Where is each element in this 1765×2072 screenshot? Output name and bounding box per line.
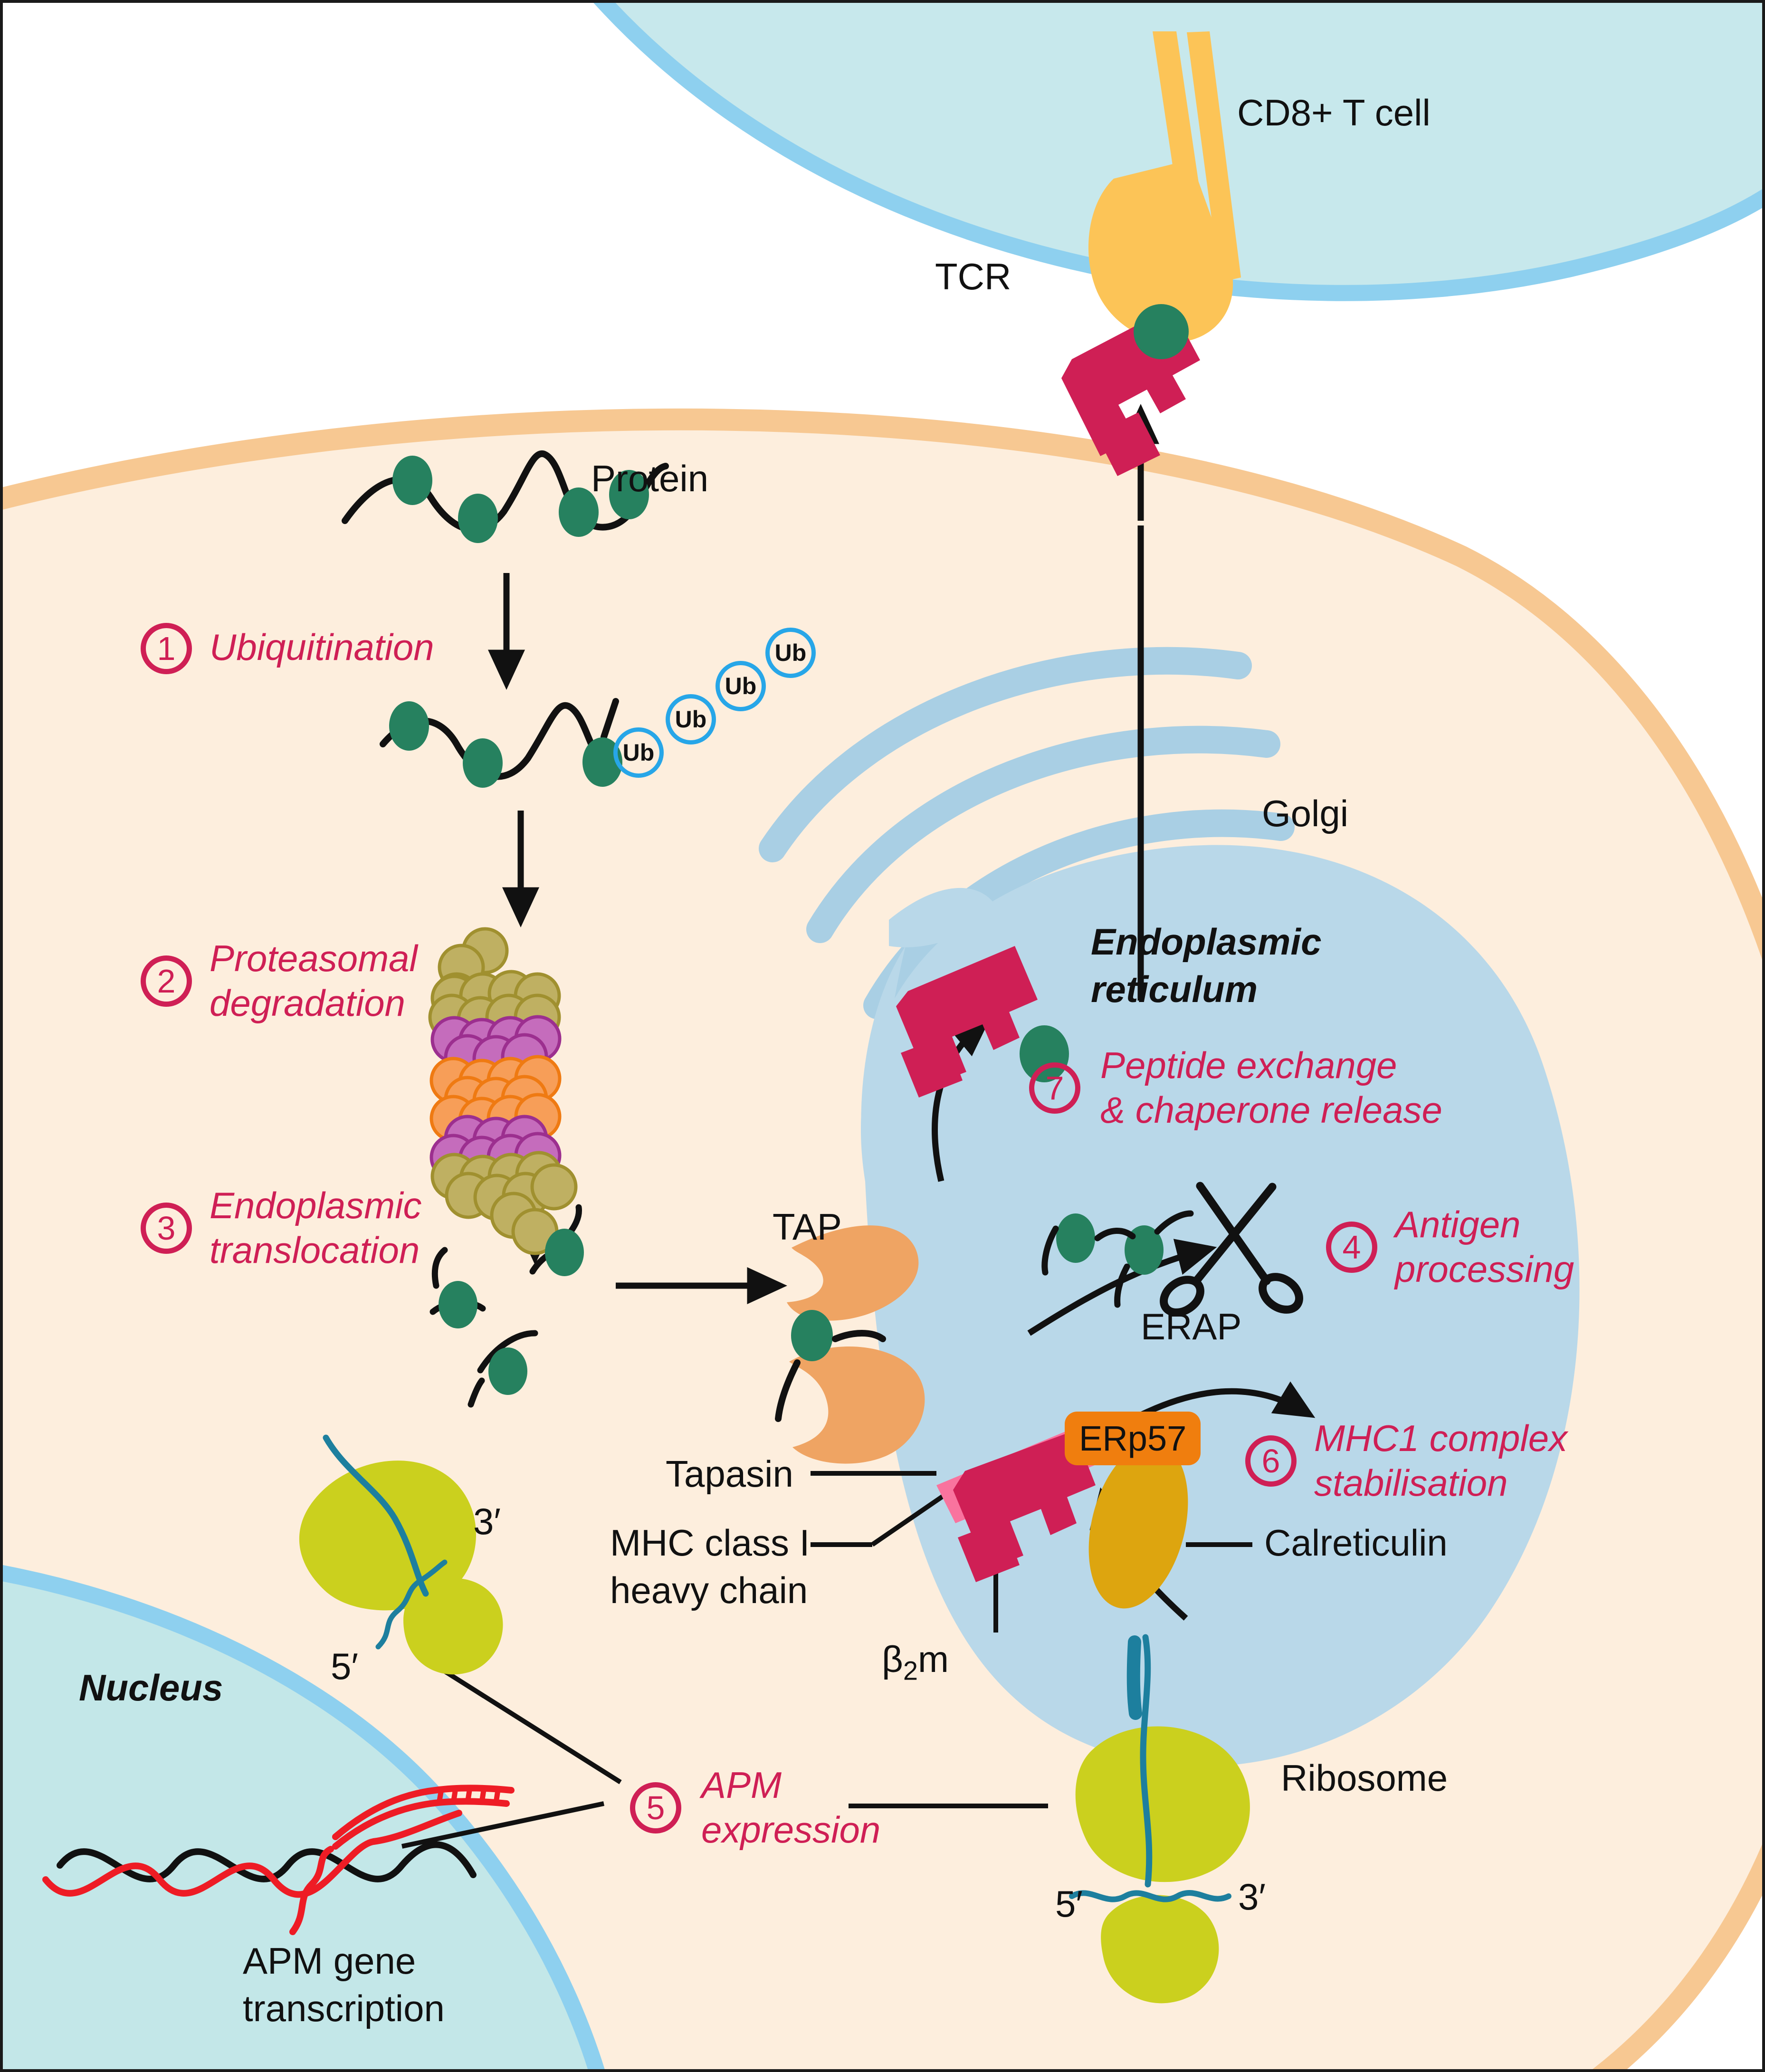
ub-tag-1: Ub: [613, 727, 664, 778]
ubiquitinated-protein-chain: [380, 698, 622, 788]
proteasome: [428, 927, 578, 1255]
tap-bound-peptide: [775, 1310, 886, 1422]
step-3-number: 3: [141, 1203, 192, 1254]
cd8-t-cell-label: CD8+ T cell: [1237, 92, 1431, 134]
five-prime-label-left: 5′: [331, 1645, 359, 1687]
tap-transporter: [787, 1225, 925, 1464]
tapasin-label: Tapasin: [666, 1453, 793, 1495]
golgi-label: Golgi: [1262, 793, 1349, 834]
three-prime-label-right: 3′: [1238, 1876, 1266, 1918]
er-label-line1: Endoplasmic: [1091, 921, 1322, 963]
calreticulin-shape: [1088, 1442, 1188, 1609]
step-6-number: 6: [1245, 1435, 1297, 1487]
protein-label: Protein: [591, 458, 709, 499]
er-peptides: [1041, 1210, 1194, 1308]
leader-mhc-heavy-chain-b: [871, 1485, 957, 1547]
nucleus-shape: [3, 1565, 605, 2069]
tap-label: TAP: [773, 1206, 842, 1248]
step-7-number: 7: [1029, 1062, 1080, 1114]
erap-label: ERAP: [1141, 1306, 1242, 1347]
apm-gene-dna: [42, 1785, 515, 1935]
cytosolic-peptide-beads: [439, 1229, 584, 1395]
mhc-heavy-chain-label-line1: MHC class I: [610, 1522, 810, 1564]
mhc-peptide-complex-er: [896, 946, 1038, 1098]
tcr-label: TCR: [935, 256, 1011, 297]
step-5-number: 5: [630, 1782, 681, 1833]
apm-gene-label-line2: transcription: [243, 1987, 445, 2029]
ub-tag-3: Ub: [716, 661, 766, 711]
leader-ribosome-to-step5: [420, 1654, 622, 1785]
diagram-artwork: [3, 3, 1762, 2069]
mhc-class-I-loading-complex: [953, 1431, 1096, 1582]
er-label-line2: reticulum: [1091, 968, 1258, 1010]
tcr-shape: [1088, 31, 1241, 343]
ub-tag-2: Ub: [666, 694, 716, 745]
arrow-tap-to-erap: [1027, 1239, 1217, 1336]
five-prime-label-right: 5′: [1055, 1883, 1083, 1925]
golgi-apparatus: [759, 647, 1295, 1019]
step-1-label: Ubiquitination: [210, 626, 434, 668]
arrow-to-stabilisation: [1127, 1381, 1316, 1424]
surface-presented-peptide: [1134, 304, 1189, 359]
ribosome-right: [1069, 1634, 1250, 2004]
protein-chain: [342, 450, 669, 543]
step-2-number: 2: [141, 955, 192, 1007]
step-4-number: 4: [1326, 1222, 1377, 1273]
three-prime-label-left: 3′: [473, 1500, 501, 1542]
calreticulin-label: Calreticulin: [1264, 1522, 1448, 1564]
leader-lines: [401, 1471, 1252, 1849]
ribosome-left: [299, 1434, 503, 1675]
erp57-label: ERp57: [1065, 1412, 1201, 1465]
b2m-label: β2m: [882, 1638, 949, 1686]
leader-dna-to-step5: [401, 1801, 605, 1849]
step-1-number: 1: [141, 623, 192, 674]
erap-scissors-icon: [1160, 1182, 1303, 1317]
mhc-heavy-chain-label-line2: heavy chain: [610, 1569, 808, 1611]
nucleus-label: Nucleus: [79, 1667, 223, 1709]
ribosome-label: Ribosome: [1281, 1757, 1448, 1799]
ub-tag-4: Ub: [765, 628, 816, 678]
apm-gene-label-line1: APM gene: [243, 1940, 416, 1982]
step-7-label: Peptide exchange& chaperone release: [1100, 1044, 1442, 1131]
